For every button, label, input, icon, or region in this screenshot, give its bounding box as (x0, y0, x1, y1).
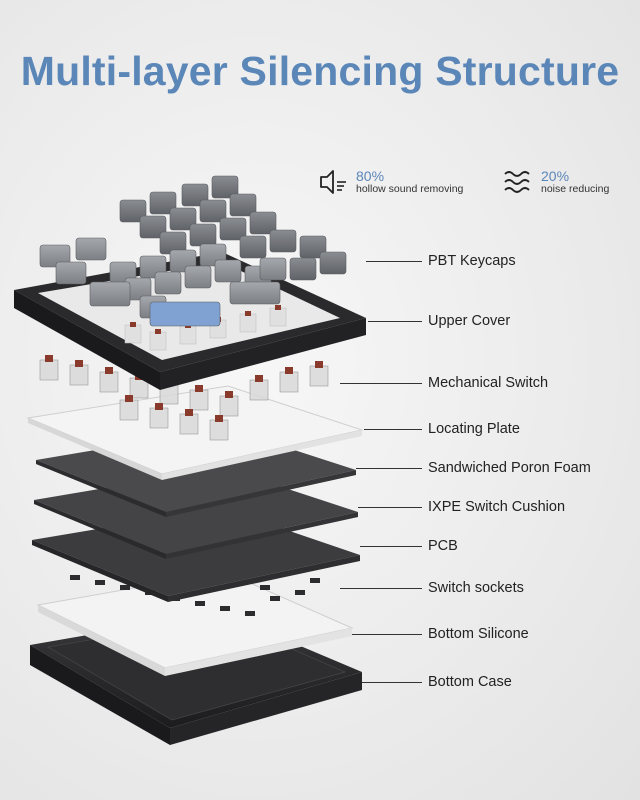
page-title: Multi-layer Silencing Structure (20, 48, 620, 94)
stat-description: noise reducing (541, 182, 610, 195)
waves-icon (504, 171, 530, 193)
stat-percent: 80% (356, 168, 385, 185)
stat-noise-reducing: 20% noise reducing (503, 168, 609, 196)
speaker-icon (320, 170, 346, 194)
stat-percent: 20% (541, 168, 570, 185)
pbt-keycaps (39, 175, 347, 327)
stat-description: hollow sound removing (356, 182, 464, 195)
mechanical-switches (39, 355, 329, 441)
stat-hollow-sound: 80% hollow sound removing (318, 168, 463, 196)
